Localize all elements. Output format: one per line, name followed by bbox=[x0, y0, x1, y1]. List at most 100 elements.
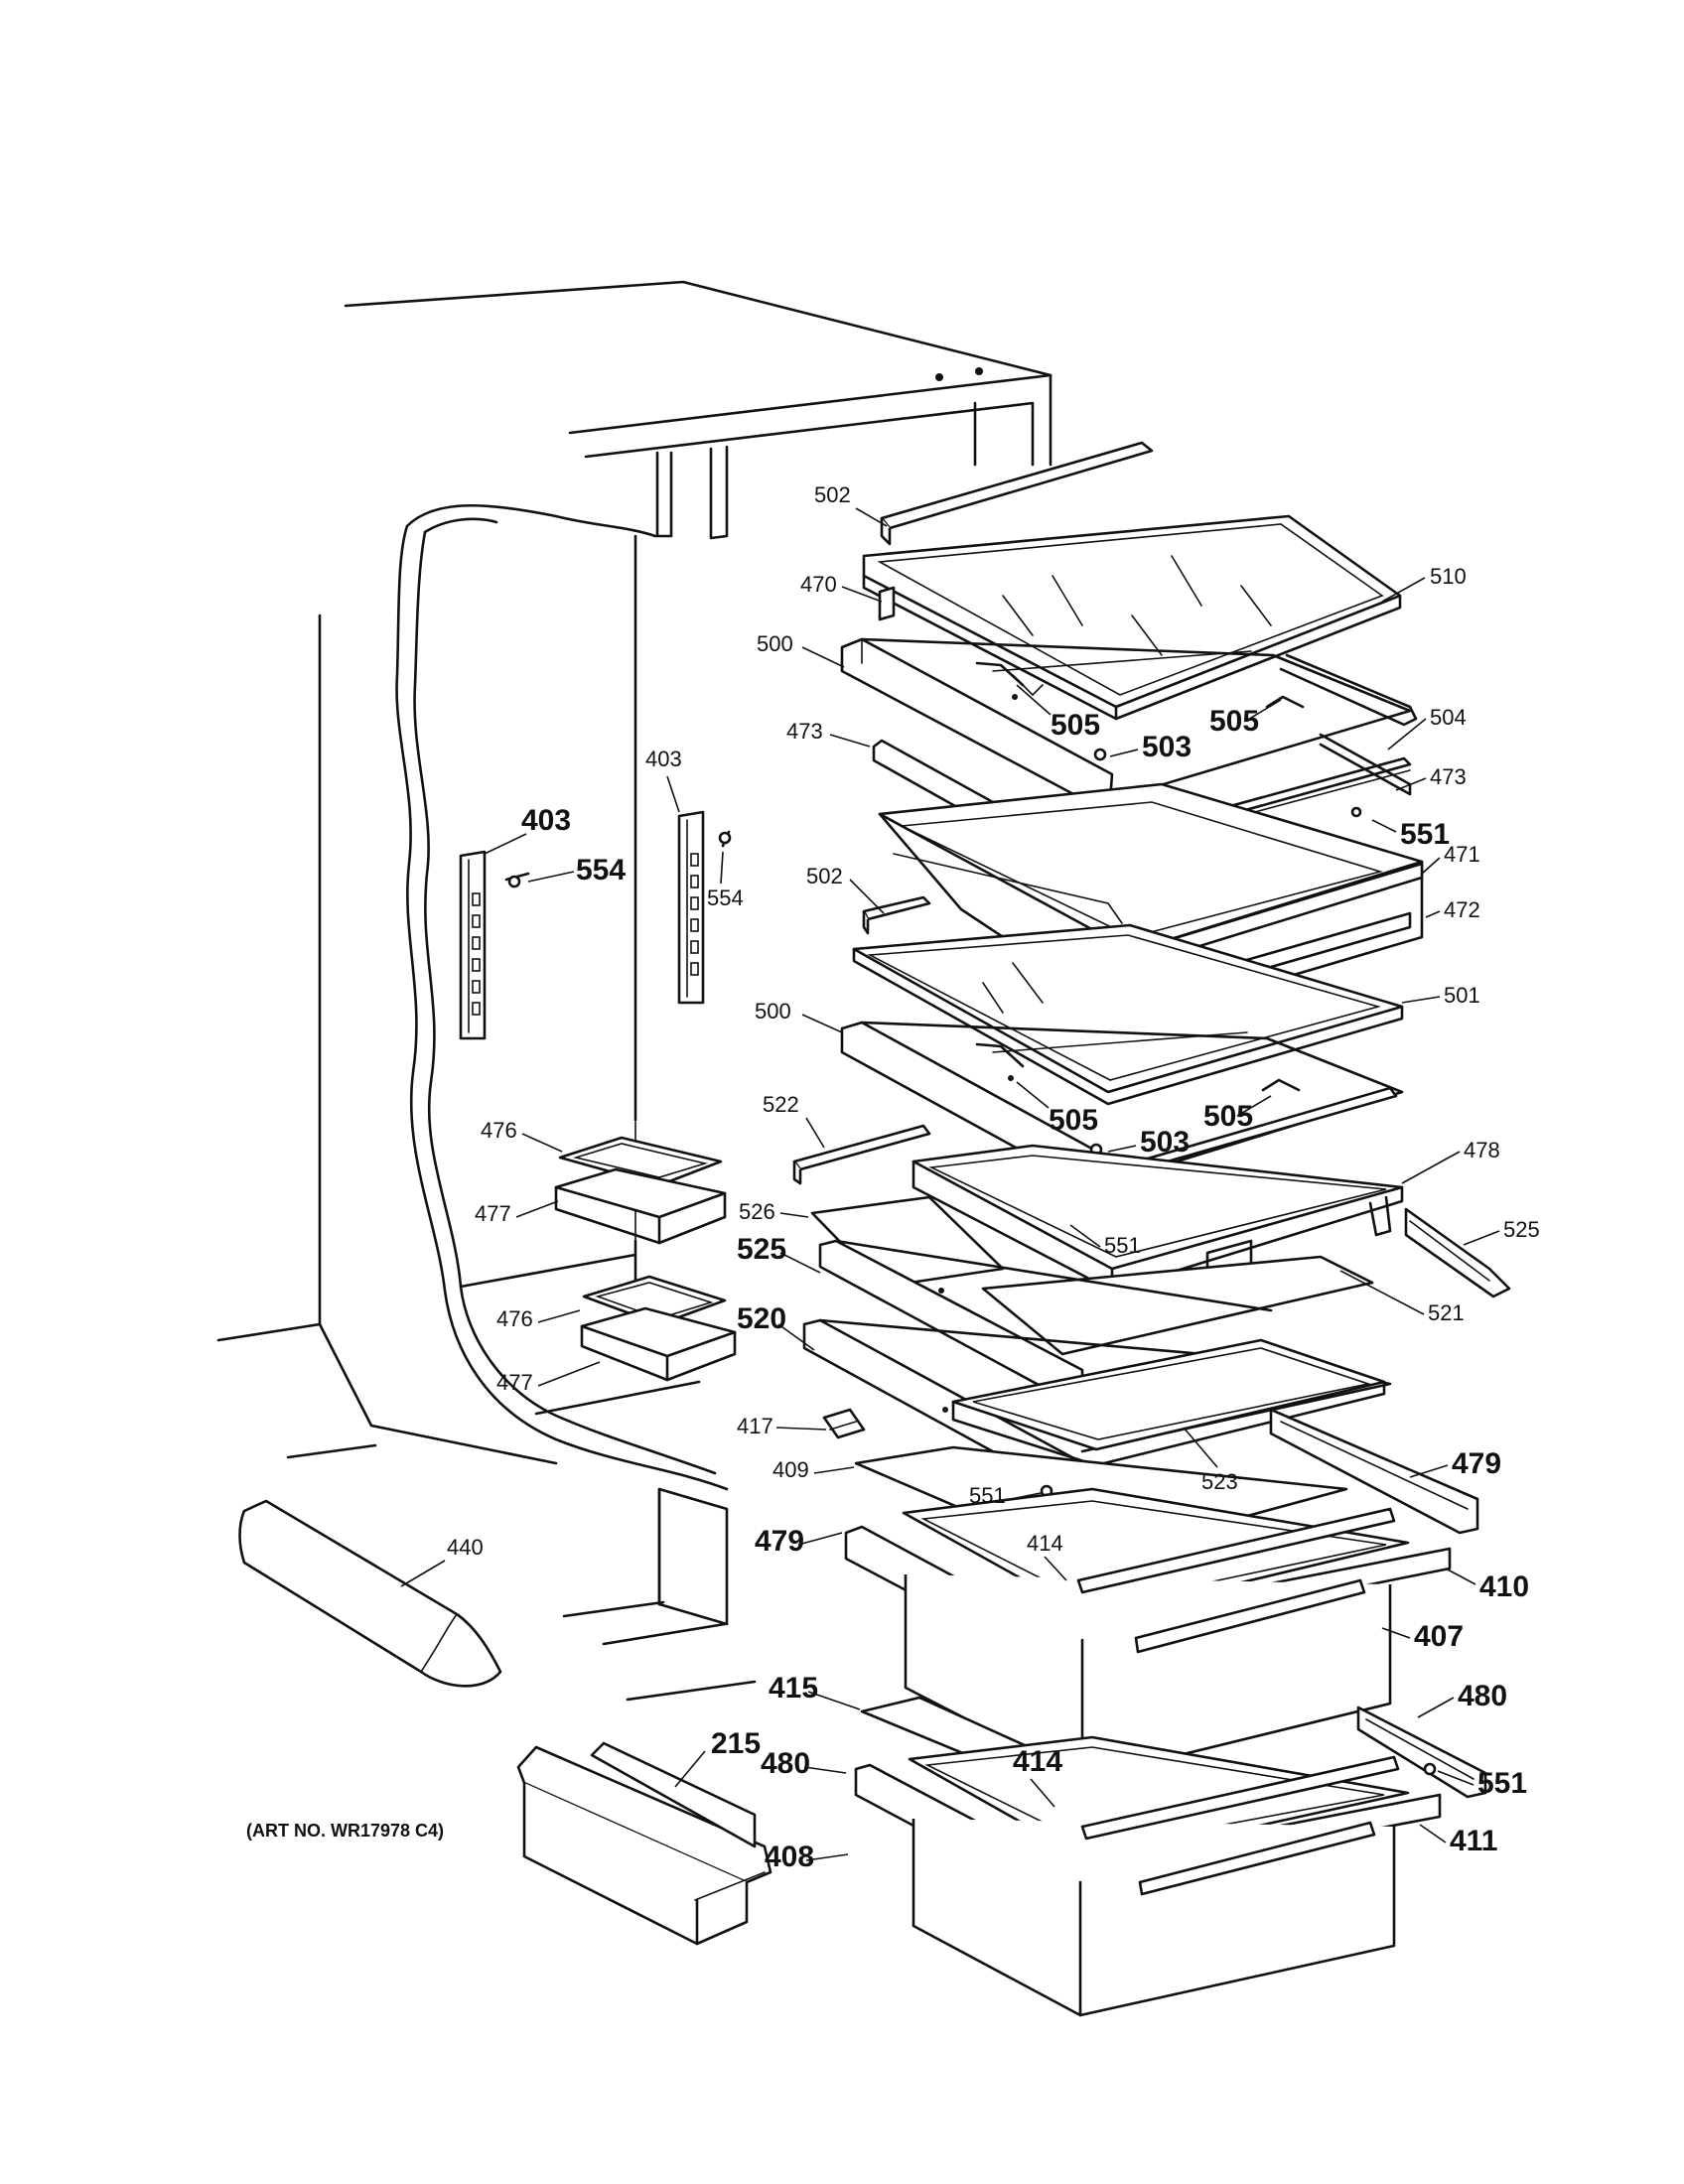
leader-line-510 bbox=[1381, 577, 1426, 603]
bracket-470 bbox=[878, 586, 896, 621]
door-bin-lower bbox=[580, 1275, 737, 1382]
leader-line-479 bbox=[797, 1532, 843, 1546]
part-label-414: 414 bbox=[1013, 1745, 1062, 1778]
part-label-407: 407 bbox=[1414, 1620, 1464, 1653]
leader-line-521 bbox=[1339, 1270, 1425, 1315]
part-label-417: 417 bbox=[737, 1414, 773, 1438]
part-label-480: 480 bbox=[1458, 1680, 1507, 1712]
bracket-417 bbox=[822, 1408, 866, 1439]
part-label-502: 502 bbox=[814, 482, 851, 507]
leader-line-505 bbox=[1245, 699, 1282, 722]
part-label-502: 502 bbox=[806, 864, 843, 888]
leader-line-501 bbox=[1401, 996, 1441, 1004]
part-label-503: 503 bbox=[1140, 1126, 1190, 1159]
glass-shelf-510 bbox=[862, 514, 1402, 721]
leader-line-502 bbox=[855, 507, 888, 527]
shelf-ladder-left bbox=[459, 850, 487, 1040]
part-label-525: 525 bbox=[1503, 1217, 1540, 1242]
rail-502b bbox=[862, 895, 931, 935]
rail-522 bbox=[792, 1124, 931, 1185]
leader-line-478 bbox=[1401, 1151, 1461, 1184]
part-label-505: 505 bbox=[1051, 709, 1100, 742]
leader-line-407 bbox=[1381, 1627, 1411, 1639]
leader-line-473 bbox=[1395, 777, 1427, 791]
leader-line-505 bbox=[1016, 684, 1052, 716]
part-label-520: 520 bbox=[737, 1302, 786, 1335]
leader-line-414 bbox=[1030, 1778, 1055, 1808]
leader-line-505 bbox=[1016, 1081, 1050, 1109]
part-label-473: 473 bbox=[1430, 764, 1467, 789]
part-label-554: 554 bbox=[576, 854, 626, 887]
part-label-470: 470 bbox=[800, 572, 837, 597]
rail-480-right bbox=[1356, 1706, 1487, 1799]
part-label-476: 476 bbox=[481, 1118, 517, 1143]
shelf-ladder-right bbox=[677, 810, 705, 1005]
cover-440 bbox=[238, 1499, 502, 1688]
leader-line-403 bbox=[666, 775, 680, 813]
leader-line-500 bbox=[801, 646, 845, 668]
part-label-411: 411 bbox=[1450, 1825, 1497, 1857]
screws-554 bbox=[504, 830, 732, 888]
crisper-drawer-408 bbox=[908, 1735, 1442, 2017]
leader-line-415 bbox=[807, 1691, 861, 1710]
leader-line-551 bbox=[1010, 1492, 1042, 1500]
leader-line-504 bbox=[1387, 718, 1427, 751]
leader-line-408 bbox=[805, 1853, 849, 1861]
leader-line-403 bbox=[484, 833, 527, 855]
leader-line-440 bbox=[400, 1560, 446, 1587]
leader-line-503 bbox=[1107, 1145, 1137, 1153]
door-bin-upper bbox=[554, 1136, 727, 1245]
leader-line-525 bbox=[1463, 1230, 1500, 1246]
leader-line-476 bbox=[537, 1309, 581, 1323]
leader-line-215 bbox=[674, 1750, 706, 1788]
part-label-551: 551 bbox=[969, 1483, 1006, 1508]
crisper-drawer-407 bbox=[902, 1487, 1452, 1781]
part-label-521: 521 bbox=[1428, 1300, 1465, 1325]
leader-line-505 bbox=[1236, 1095, 1272, 1117]
leader-line-414 bbox=[1044, 1556, 1067, 1581]
leader-line-520 bbox=[777, 1323, 815, 1351]
drawer-471 bbox=[878, 782, 1424, 1024]
part-label-504: 504 bbox=[1430, 705, 1467, 730]
rail-502a bbox=[880, 441, 1154, 546]
glass-shelf-501 bbox=[852, 923, 1404, 1106]
part-label-414: 414 bbox=[1027, 1531, 1063, 1556]
leader-line-479 bbox=[1409, 1464, 1449, 1478]
rail-479-right bbox=[1269, 1408, 1479, 1535]
leader-line-525 bbox=[779, 1252, 821, 1274]
part-label-523: 523 bbox=[1201, 1469, 1238, 1494]
part-label-480: 480 bbox=[761, 1747, 810, 1780]
part-label-500: 500 bbox=[757, 631, 793, 656]
leader-line-480 bbox=[803, 1766, 847, 1774]
part-label-477: 477 bbox=[475, 1201, 511, 1226]
part-label-477: 477 bbox=[496, 1370, 533, 1395]
leader-line-554 bbox=[720, 851, 724, 885]
leader-line-417 bbox=[775, 1427, 827, 1431]
leader-line-480 bbox=[1417, 1697, 1455, 1718]
leader-line-503 bbox=[1109, 749, 1139, 757]
part-label-551: 551 bbox=[1477, 1767, 1527, 1800]
leader-line-500 bbox=[801, 1014, 843, 1033]
leader-line-470 bbox=[841, 586, 883, 603]
art-number: (ART NO. WR17978 C4) bbox=[246, 1821, 444, 1841]
part-label-476: 476 bbox=[496, 1306, 533, 1331]
part-label-403: 403 bbox=[645, 747, 682, 771]
leader-line-523 bbox=[1183, 1427, 1218, 1468]
leader-line-409 bbox=[813, 1466, 855, 1474]
part-label-410: 410 bbox=[1479, 1570, 1529, 1603]
part-label-551: 551 bbox=[1400, 818, 1450, 851]
leader-line-472 bbox=[1425, 910, 1441, 918]
part-label-479: 479 bbox=[1452, 1447, 1501, 1480]
leader-line-522 bbox=[805, 1117, 825, 1149]
cabinet-outline bbox=[216, 280, 1052, 1702]
part-label-503: 503 bbox=[1142, 731, 1192, 763]
part-label-505: 505 bbox=[1209, 705, 1259, 738]
rail-525-right bbox=[1404, 1207, 1511, 1298]
part-label-526: 526 bbox=[739, 1199, 775, 1224]
leader-line-502 bbox=[849, 879, 885, 914]
leader-line-477 bbox=[515, 1200, 559, 1218]
part-label-403: 403 bbox=[521, 804, 571, 837]
part-label-478: 478 bbox=[1464, 1138, 1500, 1162]
part-label-505: 505 bbox=[1203, 1100, 1253, 1133]
